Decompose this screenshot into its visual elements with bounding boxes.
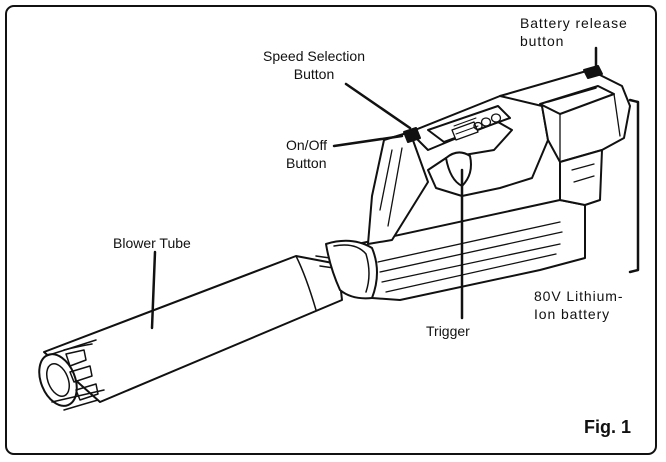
blower-tube-drawing	[38, 255, 361, 411]
speed-selection-label-line1: Speed Selection	[263, 48, 365, 64]
battery-label-line2: Ion battery	[534, 306, 611, 322]
on-off-label-line2: Button	[286, 155, 327, 171]
on-off-label-line1: On/Off	[286, 137, 327, 153]
leader-lines	[150, 46, 640, 330]
battery-release-label: Battery release button	[520, 14, 628, 50]
figure-frame	[5, 5, 657, 455]
battery-release-label-line2: button	[520, 33, 565, 49]
battery-label: 80V Lithium- Ion battery	[534, 287, 623, 323]
control-panel-drawing	[403, 113, 502, 143]
on-off-label: On/Off Button	[286, 136, 327, 172]
blower-tube-label: Blower Tube	[113, 235, 191, 251]
blower-body-drawing	[325, 65, 631, 301]
battery-release-label-line1: Battery release	[520, 15, 628, 31]
trigger-label: Trigger	[426, 323, 470, 339]
speed-selection-label: Speed Selection Button	[258, 47, 370, 83]
figure-caption: Fig. 1	[584, 417, 632, 437]
speed-selection-label-line2: Button	[293, 66, 335, 82]
battery-label-line1: 80V Lithium-	[534, 288, 624, 304]
